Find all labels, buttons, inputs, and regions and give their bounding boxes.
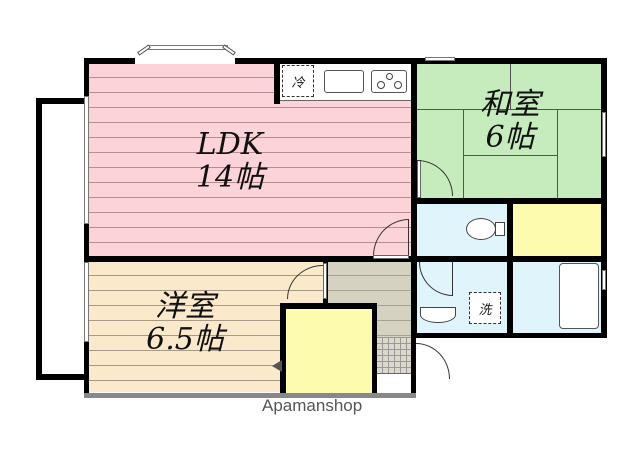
ldk-size: 14帖: [195, 160, 265, 195]
balcony: [36, 98, 88, 380]
washer-label: 洗: [478, 302, 492, 318]
wall-genkan-right: [411, 336, 416, 394]
washitsu-size: 6帖: [485, 120, 535, 155]
door-entrance[interactable]: [416, 343, 450, 379]
shoe-box: [376, 373, 411, 393]
wall-top-ldk: [84, 58, 416, 64]
ldk-label: LDK 14帖: [170, 128, 290, 194]
window-yoshitsu-left: [84, 262, 89, 342]
ldk-name: LDK: [196, 127, 264, 162]
window-ldk-left: [84, 96, 89, 224]
watermark: Apamanshop: [262, 396, 363, 415]
window-washitsu-right: [602, 112, 606, 157]
wall-bottom: [84, 393, 416, 398]
toilet-icon: [466, 218, 496, 240]
yoshitsu-label: 洋室 6.5帖: [120, 290, 250, 356]
washitsu-name: 和室: [480, 87, 540, 122]
yoshitsu-name: 洋室: [155, 289, 215, 324]
fridge-label: 冷: [291, 75, 305, 91]
room-washitsu: [417, 63, 601, 198]
closet-yoshitsu: [285, 309, 372, 393]
wall-ldk-bottom: [84, 256, 607, 262]
stove-icon: [371, 70, 407, 93]
bathtub-icon: [559, 263, 599, 329]
wall-toilet-closet: [507, 198, 513, 336]
wall-left: [84, 58, 89, 398]
bay-window: [148, 45, 228, 50]
closet-washitsu: [513, 204, 601, 256]
fridge-space: 冷: [282, 65, 314, 97]
genkan: [376, 337, 411, 373]
wall-wet-bottom: [411, 333, 607, 338]
wall-yoshitsu-right: [280, 303, 286, 395]
wall-closet-top: [280, 303, 376, 309]
window-washitsu-top: [425, 57, 455, 61]
yoshitsu-size: 6.5帖: [146, 322, 224, 357]
window-bath-right: [602, 270, 606, 290]
washbasin-icon: [420, 307, 456, 323]
sink-icon: [324, 70, 364, 93]
wall-closet-right: [372, 303, 377, 395]
washer-space: 洗: [469, 292, 501, 324]
wall-top-washitsu: [411, 58, 607, 64]
washitsu-label: 和室 6帖: [460, 88, 560, 154]
